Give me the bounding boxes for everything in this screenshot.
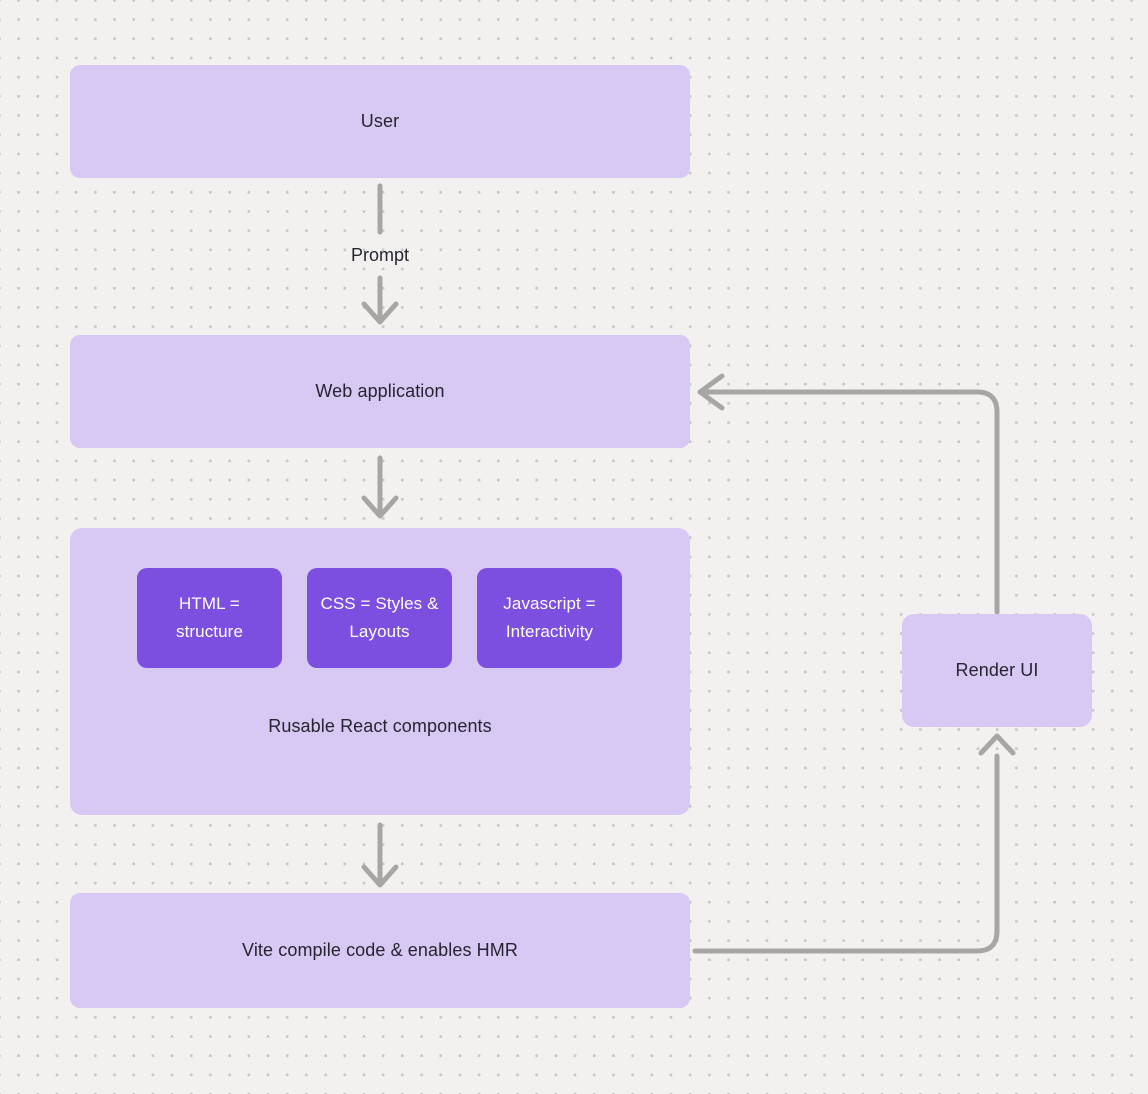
node-javascript-interactivity[interactable]: Javascript = Interactivity <box>477 568 622 668</box>
node-vite-label: Vite compile code & enables HMR <box>242 940 518 960</box>
node-javascript-interactivity-label: Javascript = Interactivity <box>503 594 596 641</box>
node-user-label: User <box>360 111 400 131</box>
node-html-structure[interactable]: HTML = structure <box>137 568 282 668</box>
arrowhead-down-vite <box>361 864 399 888</box>
arrowhead-up-render <box>978 733 1016 756</box>
node-web-application-label: Web application <box>315 381 445 401</box>
edge-vite-render <box>692 753 1000 954</box>
components-group-caption: Rusable React components <box>268 716 492 736</box>
node-render-ui[interactable]: Render UI <box>902 614 1092 727</box>
node-render-ui-label: Render UI <box>955 660 1039 680</box>
node-vite[interactable]: Vite compile code & enables HMR <box>70 893 690 1008</box>
node-components-group[interactable]: HTML = structure CSS = Styles & Layouts … <box>70 528 690 815</box>
arrowhead-left-web <box>697 373 725 411</box>
arrowhead-down-web <box>361 301 399 325</box>
node-web-application[interactable]: Web application <box>70 335 690 448</box>
node-user[interactable]: User <box>70 65 690 178</box>
edge-render-web <box>701 389 1000 615</box>
edge-label-prompt: Prompt <box>350 245 410 265</box>
node-css-styles-label: CSS = Styles & Layouts <box>320 594 439 641</box>
node-html-structure-label: HTML = structure <box>175 594 244 641</box>
arrowhead-down-group <box>361 495 399 519</box>
node-css-styles[interactable]: CSS = Styles & Layouts <box>307 568 452 668</box>
